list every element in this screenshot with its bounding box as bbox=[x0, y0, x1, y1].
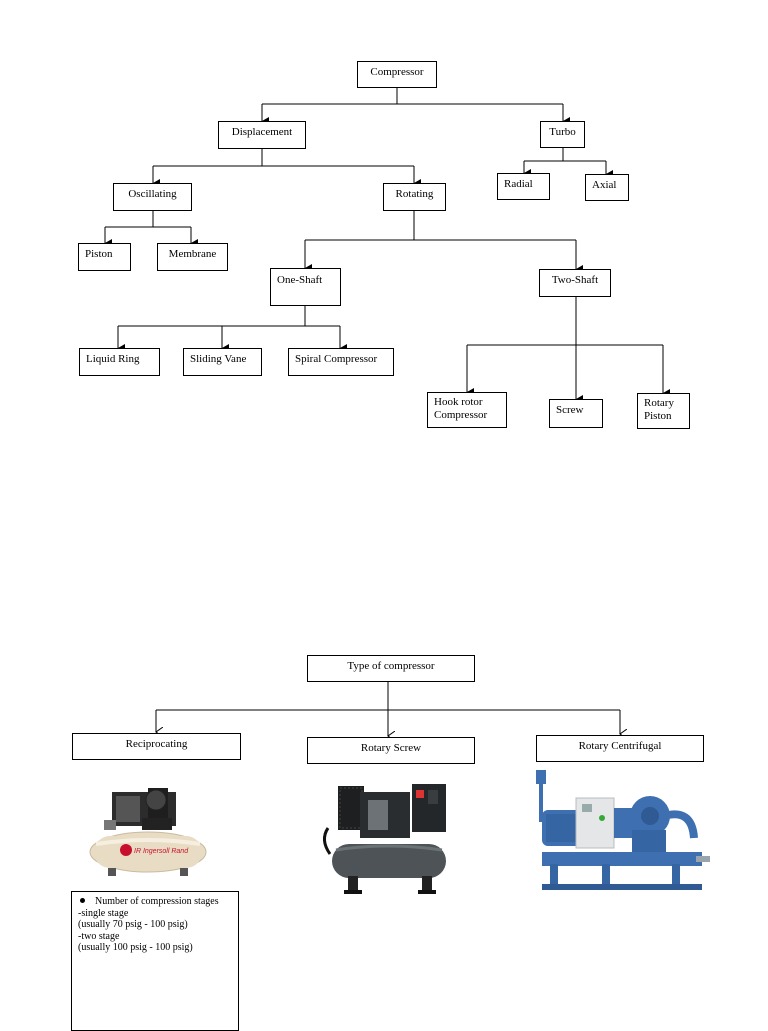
node-label: Liquid Ring bbox=[86, 353, 140, 365]
node-label: Displacement bbox=[231, 126, 293, 138]
note-text: -two stage bbox=[78, 930, 120, 942]
note-text: (usually 70 psig - 100 psig) bbox=[78, 919, 188, 930]
ir-logo: IR Ingersoll Rand bbox=[134, 848, 189, 855]
rotary-screw-compressor-image bbox=[323, 784, 446, 894]
node-compressor: Compressor bbox=[357, 61, 437, 88]
note-text: Number of compression stages bbox=[95, 896, 219, 907]
node-liquid-ring: Liquid Ring bbox=[79, 348, 160, 376]
node-radial: Radial bbox=[497, 173, 550, 200]
node-label: Spiral Compressor bbox=[295, 353, 378, 365]
node-axial: Axial bbox=[585, 174, 629, 201]
node-label: Piston bbox=[85, 248, 113, 260]
node-type-of-compressor: Type of compressor bbox=[307, 655, 475, 682]
reciprocating-compressor-image: IR Ingersoll Rand bbox=[89, 788, 207, 876]
note-text: (usually 100 psig - 100 psig) bbox=[78, 942, 193, 953]
node-membrane: Membrane bbox=[157, 243, 228, 271]
node-label: Type of compressor bbox=[347, 660, 435, 672]
node-label: Sliding Vane bbox=[190, 353, 247, 365]
node-label: Reciprocating bbox=[125, 738, 188, 750]
node-two-shaft: Two-Shaft bbox=[539, 269, 611, 297]
node-label-line: Piston bbox=[644, 410, 672, 422]
node-label: Oscillating bbox=[128, 188, 177, 200]
node-reciprocating: Reciprocating bbox=[72, 733, 241, 760]
node-sliding-vane: Sliding Vane bbox=[183, 348, 262, 376]
node-label: Radial bbox=[504, 178, 533, 190]
node-label-line: Hook rotor bbox=[434, 396, 483, 408]
node-rotating: Rotating bbox=[383, 183, 446, 211]
node-rotary-screw: Rotary Screw bbox=[307, 737, 475, 764]
node-label-line: Compressor bbox=[434, 409, 488, 421]
node-label-line: Rotary bbox=[644, 397, 674, 409]
note-text: -single stage bbox=[78, 907, 129, 919]
node-label: Rotating bbox=[395, 188, 434, 200]
node-spiral-compressor: Spiral Compressor bbox=[288, 348, 394, 376]
node-label: Membrane bbox=[168, 248, 217, 260]
node-label: Two-Shaft bbox=[551, 274, 599, 286]
node-turbo: Turbo bbox=[540, 121, 585, 148]
node-label: Rotary Screw bbox=[360, 742, 422, 754]
node-rotary-centrifugal: Rotary Centrifugal bbox=[536, 735, 704, 762]
node-label: Compressor bbox=[370, 66, 424, 78]
reciprocating-notes: Number of compression stages -single sta… bbox=[71, 891, 239, 1031]
node-oscillating: Oscillating bbox=[113, 183, 192, 211]
node-label: Axial bbox=[592, 179, 617, 191]
node-screw: Screw bbox=[549, 399, 603, 428]
node-label: One-Shaft bbox=[277, 274, 323, 286]
node-displacement: Displacement bbox=[218, 121, 306, 149]
note-bullet-line: Number of compression stages bbox=[78, 896, 232, 908]
node-label: Screw bbox=[556, 404, 584, 416]
bullet-icon bbox=[80, 898, 85, 903]
rotary-centrifugal-compressor-image bbox=[536, 770, 710, 890]
node-label: Rotary Centrifugal bbox=[578, 740, 662, 752]
node-piston: Piston bbox=[78, 243, 131, 271]
node-one-shaft: One-Shaft bbox=[270, 268, 341, 306]
node-label: Turbo bbox=[549, 126, 576, 138]
